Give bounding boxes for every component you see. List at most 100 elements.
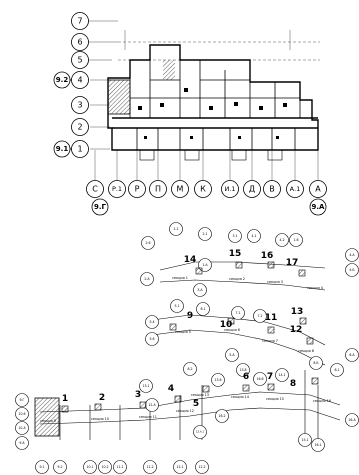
- axis-bubble-label: 6.1: [200, 307, 205, 311]
- axis-bubble-label: 8.2: [187, 367, 192, 371]
- axis-bubble-label: 10.А: [18, 426, 26, 430]
- axis-bubble-label: 6.А: [349, 353, 355, 357]
- section-number: 1: [62, 394, 68, 404]
- section-label: секция 6: [224, 328, 240, 332]
- section-label: секция 16: [313, 399, 331, 403]
- axis-bubble-label: 16.2: [218, 414, 225, 418]
- column-axis-label: П: [155, 185, 161, 194]
- axis-bubble-label: 13.6: [214, 378, 221, 382]
- column-axis-label: И.1: [224, 185, 235, 193]
- row-axis-label: 4: [77, 76, 82, 85]
- axis-bubble-label: 4.А: [349, 253, 355, 257]
- row-axis-label: 5: [77, 56, 82, 65]
- column-axis-label: Д: [249, 185, 255, 194]
- section-number: 2: [99, 393, 105, 403]
- column-axis-label: М: [177, 185, 184, 194]
- section-label: секция 3: [267, 280, 283, 284]
- section-number: 12: [290, 325, 303, 335]
- axis-bubble-label: 7.1: [235, 311, 240, 315]
- section-label: секция 9: [40, 419, 56, 423]
- section-number: 11: [265, 313, 278, 323]
- column-axis-label: А: [315, 185, 321, 194]
- axis-bubble-label: 14.1: [278, 373, 285, 377]
- row-axis-label: 7: [77, 17, 82, 26]
- axis-bubble-label: 13.1: [142, 384, 149, 388]
- column-axis-label: В: [269, 185, 275, 194]
- axis-bubble-label: 12.2: [198, 465, 205, 469]
- axis-bubble-label: 2.6: [145, 241, 150, 245]
- axis-bubble-label: 4.1: [251, 234, 256, 238]
- axis-bubble-label: 9.2: [57, 465, 62, 469]
- section-number: 3: [135, 390, 141, 400]
- column-axis-label: Р: [135, 185, 140, 194]
- section-number: 10: [220, 320, 233, 330]
- axis-bubble-label: 16.1: [314, 443, 321, 447]
- axis-bubble-label: 11.1: [116, 465, 123, 469]
- row-axis-label: 6: [77, 38, 82, 47]
- column-axis-bubbles: [86, 180, 327, 198]
- section-label: секция 7: [262, 339, 278, 343]
- axis-bubble-label: 1.А: [202, 263, 208, 267]
- column-ref-label: 9.А: [312, 203, 326, 211]
- axis-bubble-label: 15.1: [301, 438, 308, 442]
- axis-bubble-label: 5.А: [229, 353, 235, 357]
- row-axis-label: 3: [77, 101, 82, 110]
- floor-plan: 7 6 5 4 3 2 1 9.2 9.1: [53, 12, 327, 216]
- row-axis-label: 1: [77, 145, 82, 154]
- row-ref-label: 9.2: [56, 76, 69, 84]
- section-label: секция 14: [231, 395, 249, 399]
- axis-bubble-label: 12.А.1: [196, 430, 205, 434]
- section-number: 5: [193, 399, 199, 409]
- section-number: 14: [184, 255, 197, 265]
- section-number: 7: [267, 372, 273, 382]
- section-label: секция 13: [191, 393, 209, 397]
- axis-bubble-label: 4.Б: [349, 268, 354, 272]
- axis-bubble-label: 16.А: [348, 418, 356, 422]
- axis-bubble-label: 9.А: [19, 441, 25, 445]
- row-axis-label: 2: [77, 123, 82, 132]
- site-plan: 1.1 2.1 3.1 4.1 4.2 1.6 2.6 1.А 2.А 3.А …: [15, 222, 359, 474]
- column-ref-label: 9.Г: [94, 203, 107, 211]
- section-label: секция 5: [175, 330, 191, 334]
- section-number: 9: [187, 311, 193, 321]
- section-number: 8: [290, 379, 296, 389]
- axis-bubble-label: 5.4: [149, 320, 154, 324]
- axis-bubble-label: 3.А: [197, 288, 203, 292]
- axis-bubble-label: 11.2: [146, 465, 153, 469]
- row-ref-label: 9.1: [56, 145, 69, 153]
- section-number: 15: [229, 249, 242, 259]
- axis-bubble-label: 13.8: [239, 368, 246, 372]
- column-axis-label: С: [92, 185, 98, 194]
- section-label: секция 4: [307, 286, 323, 290]
- axis-bubble-label: 10.1: [86, 465, 93, 469]
- section-number: 4: [168, 384, 174, 394]
- section-number: 6: [243, 372, 249, 382]
- axis-bubble-label: 2.А: [144, 277, 150, 281]
- section-label: секция 1: [172, 276, 188, 280]
- section-label: секция 10: [91, 417, 109, 421]
- section-label: секция 8: [298, 349, 314, 353]
- column-axis-label: К: [200, 185, 206, 194]
- axis-bubble-label: 9.1: [39, 465, 44, 469]
- axis-bubble-label: 10.6: [18, 412, 25, 416]
- section-number: 17: [286, 258, 299, 268]
- section-label: секция 15: [266, 397, 284, 401]
- axis-bubble-label: 12.1: [176, 465, 183, 469]
- axis-bubble-label: 8.1: [334, 368, 339, 372]
- axis-bubble-label: 3.1: [232, 234, 237, 238]
- axis-bubble-label: 8.Б: [313, 361, 318, 365]
- axis-bubble-label: 4.2: [279, 238, 284, 242]
- axis-bubble-label: 2.1: [202, 232, 207, 236]
- section-number: 16: [261, 251, 274, 261]
- axis-bubble-label: 1.6: [293, 238, 298, 242]
- axis-bubble-label: 9.Г: [20, 398, 25, 402]
- column-axis-label: Р.1: [112, 185, 122, 193]
- axis-bubble-label: 10.2: [101, 465, 108, 469]
- axis-bubble-label: 7.2: [257, 314, 262, 318]
- axis-bubble-label: 5.6: [149, 337, 154, 341]
- section-label: секция 12: [176, 409, 194, 413]
- axis-bubble-label: 12.А: [148, 403, 156, 407]
- axis-bubble-label: 1.1: [173, 227, 178, 231]
- section-number: 13: [291, 307, 304, 317]
